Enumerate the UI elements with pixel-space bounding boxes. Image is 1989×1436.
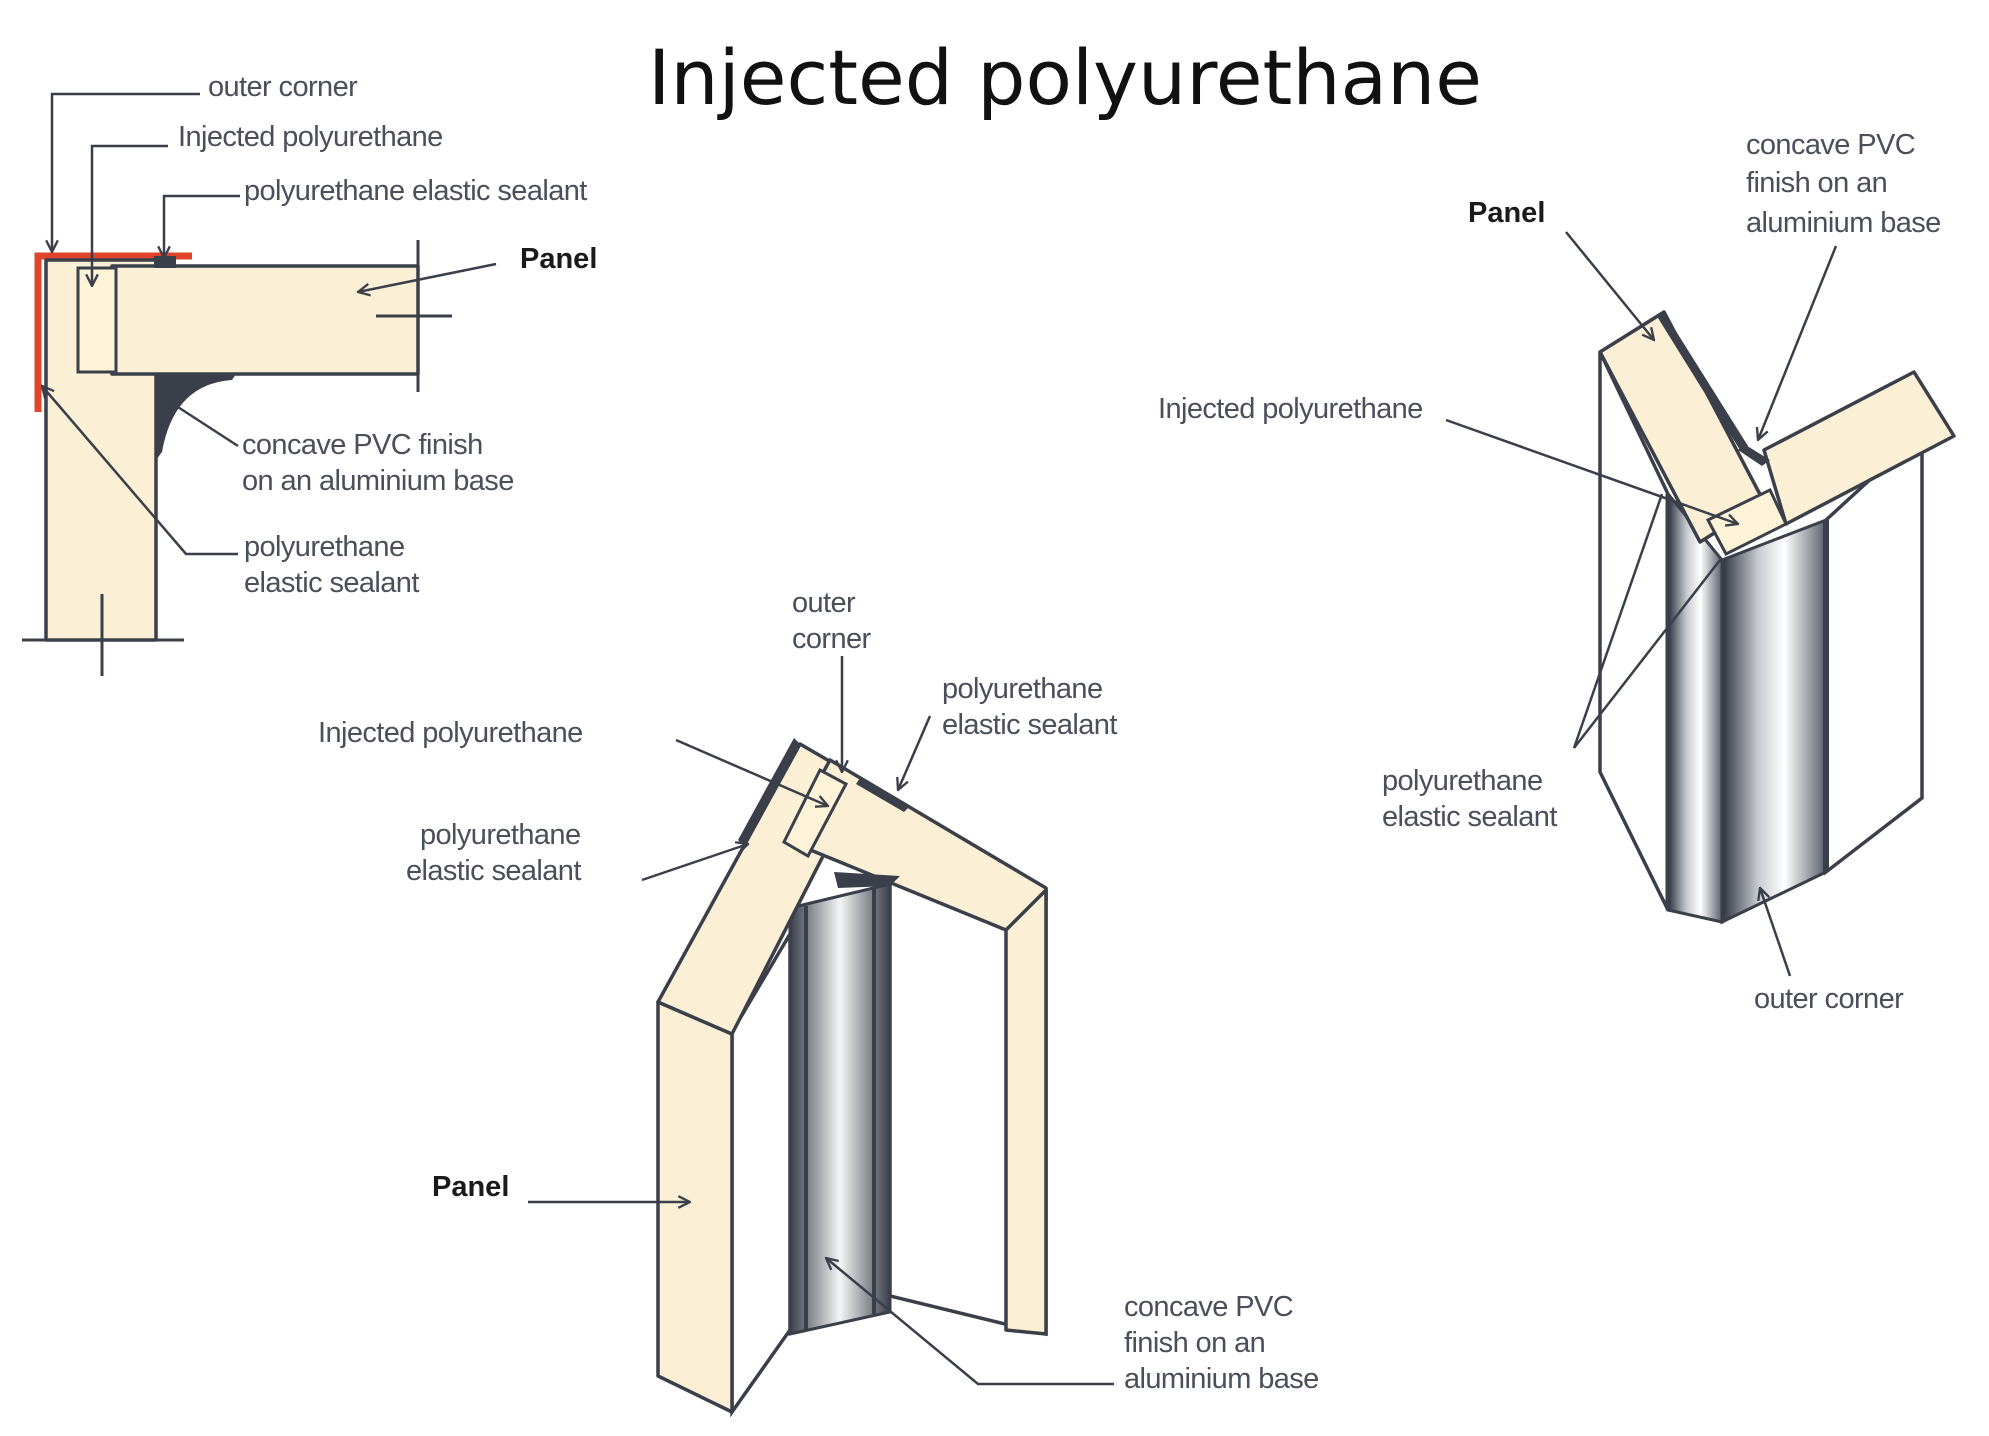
- plan-concave-finish: [156, 374, 236, 460]
- label-top-sealant: polyurethane elastic sealant: [244, 175, 587, 207]
- center-label-concave-3: aluminium base: [1124, 1363, 1319, 1395]
- plan-detail: outer corner Injected polyurethane polyu…: [22, 71, 597, 676]
- center-injected-pu: [782, 767, 849, 859]
- right-side-wall: [1824, 428, 1924, 876]
- right-leader-panel: [1565, 231, 1654, 340]
- leader-sealant: [42, 386, 238, 556]
- center-label-panel: Panel: [432, 1171, 509, 1203]
- right-leader-outer-corner: [1760, 888, 1792, 977]
- plan-injected-pu: [76, 266, 118, 374]
- right-leader-sealant-2: [1573, 559, 1721, 749]
- label-injected-pu: Injected polyurethane: [178, 121, 443, 153]
- right-concave-top: [1738, 444, 1770, 466]
- plan-horizontal-panel: [110, 264, 420, 376]
- label-outer-corner: outer corner: [208, 71, 358, 103]
- right-leader-injected-pu: [1445, 418, 1738, 524]
- center-leader-sealant-right: [898, 715, 932, 790]
- center-label-sealant-right-2: elastic sealant: [942, 709, 1117, 741]
- label-sealant-2: elastic sealant: [244, 567, 419, 599]
- label-concave-1: concave PVC finish: [242, 429, 483, 461]
- right-label-sealant-2: elastic sealant: [1382, 801, 1557, 833]
- right-leader-concave: [1758, 245, 1838, 440]
- right-panel-edge-sealant: [1658, 312, 1748, 450]
- center-left-sealant-bead: [738, 738, 800, 846]
- right-right-panel: [1762, 370, 1956, 526]
- center-concave-top: [834, 872, 900, 888]
- isometric-right: Panel concave PVC finish on an aluminium…: [1158, 129, 1956, 1015]
- center-label-outer-2: corner: [792, 623, 872, 655]
- label-panel: Panel: [520, 243, 597, 275]
- right-label-outer-corner: outer corner: [1754, 983, 1904, 1015]
- center-right-sealant-bead: [856, 778, 910, 812]
- right-label-panel: Panel: [1468, 197, 1545, 229]
- right-column-left-face: [1666, 489, 1724, 924]
- isometric-center: outer corner polyurethane elastic sealan…: [318, 587, 1319, 1418]
- right-injected-pu: [1705, 487, 1788, 556]
- center-right-panel-edge: [1004, 888, 1048, 1336]
- right-label-injected-pu: Injected polyurethane: [1158, 393, 1423, 425]
- center-leader-injected-pu: [675, 738, 828, 806]
- center-leader-concave: [826, 1258, 1114, 1386]
- leader-injected-pu: [92, 144, 168, 286]
- right-label-concave-2: finish on an: [1746, 167, 1887, 199]
- leader-panel: [358, 262, 497, 292]
- right-label-sealant-1: polyurethane: [1382, 765, 1543, 797]
- right-column-front-face: [1720, 517, 1828, 925]
- right-leader-sealant-1: [1572, 493, 1664, 749]
- right-label-concave-3: aluminium base: [1746, 207, 1941, 239]
- center-label-concave-2: finish on an: [1124, 1327, 1265, 1359]
- center-label-sealant-left-2: elastic sealant: [406, 855, 581, 887]
- label-concave-2: on an aluminium base: [242, 465, 514, 497]
- center-left-panel: [656, 1000, 734, 1414]
- center-leader-sealant-left: [641, 844, 748, 882]
- label-sealant-1: polyurethane: [244, 531, 405, 563]
- center-label-concave-1: concave PVC: [1124, 1291, 1293, 1323]
- center-label-sealant-left-1: polyurethane: [420, 819, 581, 851]
- center-label-sealant-right-1: polyurethane: [942, 673, 1103, 705]
- leader-concave: [164, 398, 239, 448]
- leader-outer-corner: [52, 92, 200, 252]
- leader-top-sealant: [164, 194, 240, 258]
- center-label-injected-pu: Injected polyurethane: [318, 717, 583, 749]
- outer-corner-profile: [34, 252, 192, 412]
- center-label-outer-1: outer: [792, 587, 856, 619]
- right-label-concave-1: concave PVC: [1746, 129, 1915, 161]
- page-title: Injected polyurethane: [648, 33, 1482, 122]
